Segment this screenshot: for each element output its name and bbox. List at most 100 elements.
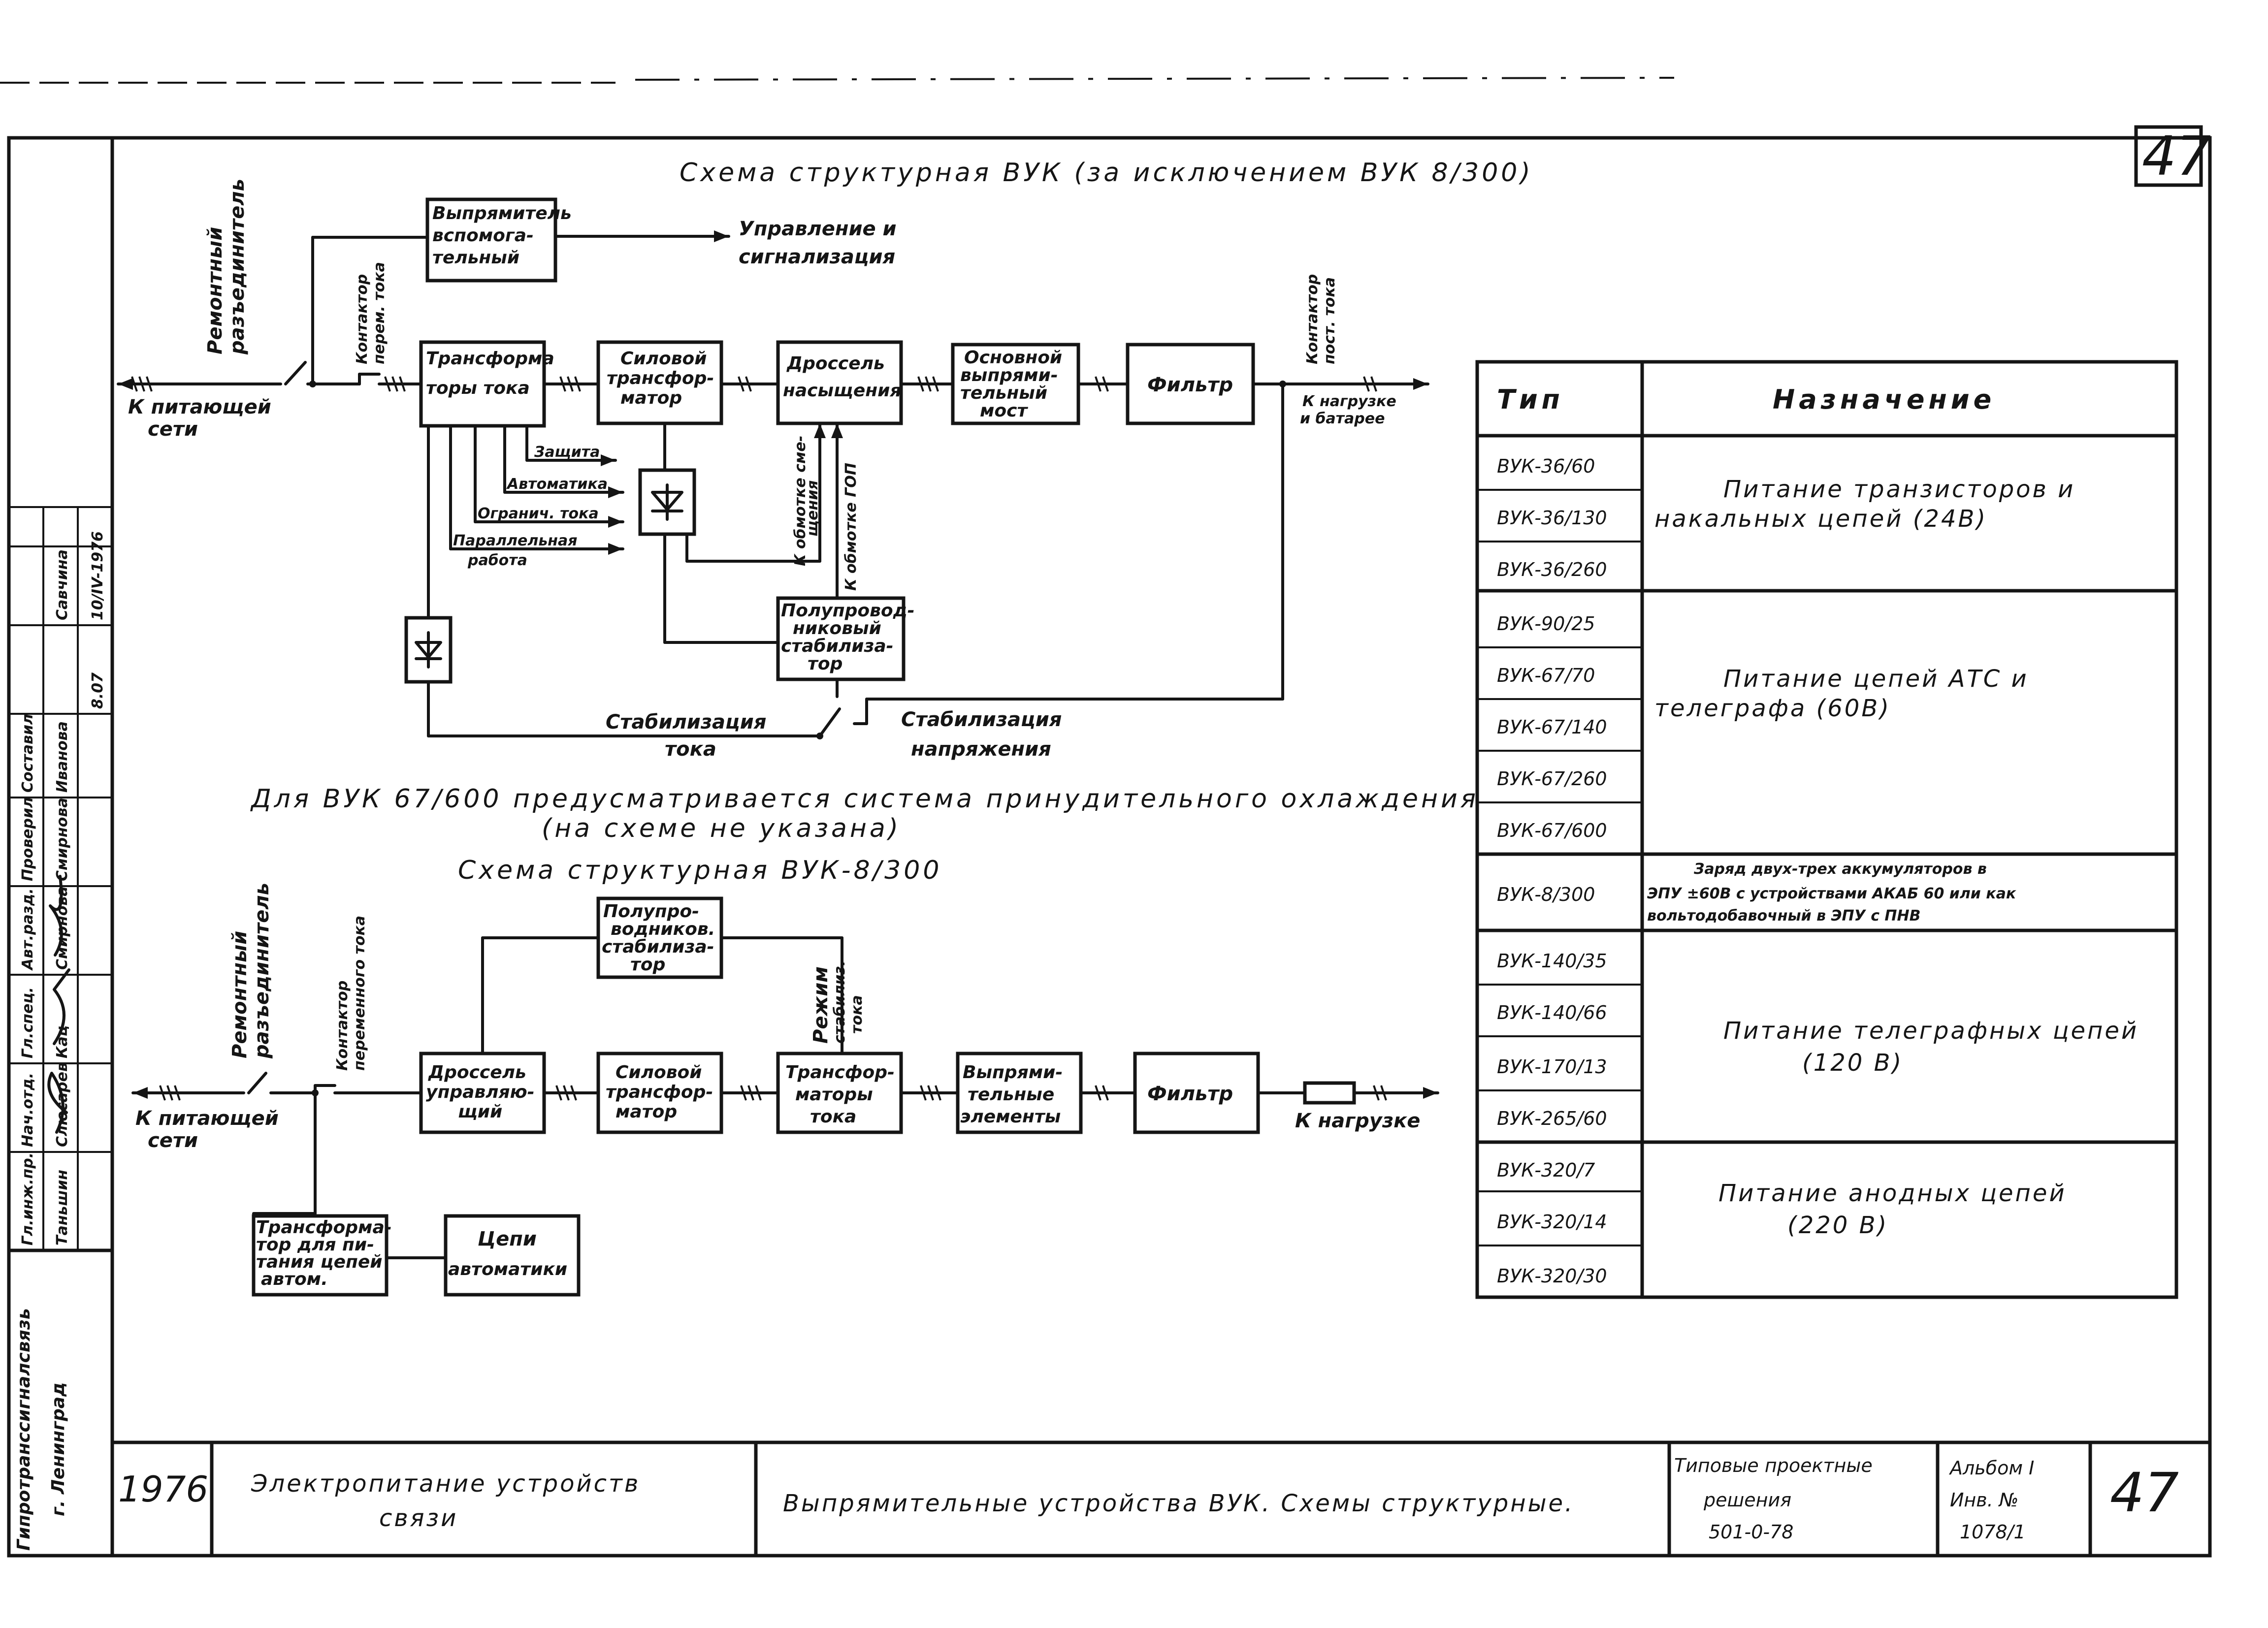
type-row: ВУК-140/66 <box>1497 1002 1607 1023</box>
bottom-scheme-wires <box>131 936 1439 1259</box>
block-current-transformers-bottom: Трансфор- маторы тока <box>776 1052 903 1134</box>
type-row: ВУК-320/14 <box>1497 1211 1607 1233</box>
sign-date-1: 10/IV-1976 <box>89 531 106 620</box>
block-current-transformers: Трансформа торы тока <box>419 340 554 428</box>
label-ac-contactor-1: Контактор <box>354 274 371 364</box>
block-saturation-choke: Дроссель насыщения <box>776 340 903 425</box>
table-head-purpose: Назначение <box>1773 384 1995 415</box>
label-current-mode-1: Режим <box>810 966 832 1044</box>
label-control-signal-1: Управление и <box>739 218 897 240</box>
purpose-group-2: Питание цепей АТС и <box>1723 665 2029 693</box>
block-main-rectifier-bridge: Основной выпрями- тельный мост <box>951 343 1080 425</box>
label-current-mode-3: тока <box>848 995 866 1034</box>
svg-text:водников.: водников. <box>611 919 715 939</box>
svg-text:Выпрямитель: Выпрямитель <box>432 203 572 223</box>
name-savchina: Савчина <box>54 549 71 620</box>
label-to-load: К нагрузке <box>1295 1110 1420 1132</box>
svg-text:автоматики: автоматики <box>448 1259 567 1279</box>
svg-text:трансфор-: трансфор- <box>607 368 714 388</box>
block-automation-circuits: Цепи автоматики <box>444 1214 581 1297</box>
svg-text:Выпрями-: Выпрями- <box>963 1062 1063 1083</box>
footer-album-1: Альбом I <box>1948 1457 2034 1479</box>
sign-date-2: 8.07 <box>89 672 106 709</box>
label-to-supply-b1: К питающей <box>135 1107 279 1130</box>
org-name: Гипротранссигналсвязь <box>14 1308 34 1551</box>
label-ac-contactor-2: перем. тока <box>371 262 388 364</box>
svg-text:стабилиза-: стабилиза- <box>781 636 894 656</box>
svg-text:маторы: маторы <box>795 1085 873 1105</box>
name-slyusarev: Слюсарев <box>54 1062 71 1147</box>
svg-text:стабилиза-: стабилиза- <box>602 937 714 957</box>
purpose-group-3c: вольтодобавочный в ЭПУ с ПНВ <box>1647 907 1921 925</box>
svg-text:Фильтр: Фильтр <box>1147 374 1233 396</box>
label-control-signal-2: сигнализация <box>739 246 895 268</box>
label-to-supply-b2: сети <box>148 1129 198 1152</box>
role-proveril: Проверил <box>19 797 36 881</box>
block-rectifier-elements: Выпрями- тельные элементы <box>956 1052 1083 1134</box>
label-gop-winding: К обмотке ГОП <box>842 463 860 591</box>
footer-album-2: Инв. № <box>1950 1489 2018 1511</box>
label-repair-disconnector-1: Ремонтный <box>204 227 227 354</box>
svg-text:тока: тока <box>810 1107 856 1127</box>
svg-text:вспомога-: вспомога- <box>432 225 534 246</box>
type-row: ВУК-140/35 <box>1497 950 1607 972</box>
svg-text:матор: матор <box>616 1102 677 1122</box>
svg-text:управляю-: управляю- <box>426 1082 535 1102</box>
type-row: ВУК-90/25 <box>1497 613 1595 635</box>
name-ivanova: Иванова <box>54 721 71 793</box>
cooling-note-sub: (на схеме не указана) <box>542 814 901 843</box>
label-dc-contactor-2: пост. тока <box>1321 277 1338 364</box>
label-current-stab-1: Стабилизация <box>606 711 766 734</box>
label-bias-winding-1: К обмотке сме- <box>792 436 809 566</box>
type-row: ВУК-67/260 <box>1497 768 1607 790</box>
type-row: ВУК-67/70 <box>1497 665 1595 686</box>
svg-text:тор для пи-: тор для пи- <box>256 1235 374 1255</box>
svg-text:Основной: Основной <box>964 348 1062 368</box>
label-to-load-battery-1: К нагрузке <box>1302 393 1396 410</box>
footer-typical-2: решения <box>1703 1489 1791 1511</box>
svg-text:автом.: автом. <box>261 1269 328 1289</box>
block-power-transformer: Силовой трансфор- матор <box>596 340 723 425</box>
name-smirnova-1: Смирнова <box>54 886 71 970</box>
type-row: ВУК-67/600 <box>1497 820 1607 841</box>
purpose-group-5b: (220 В) <box>1787 1212 1888 1239</box>
svg-text:выпрями-: выпрями- <box>960 365 1058 385</box>
svg-text:Фильтр: Фильтр <box>1147 1083 1233 1105</box>
svg-text:Цепи: Цепи <box>478 1228 537 1250</box>
label-ac-contactor-b1: Контактор <box>334 981 351 1071</box>
role-gl-inzh: Гл.инж.пр. <box>19 1152 36 1245</box>
block-aux-rectifier: Выпрямитель вспомога- тельный <box>425 197 572 283</box>
footer-album-3: 1078/1 <box>1960 1521 2026 1543</box>
label-repair-disconnector-b1: Ремонтный <box>228 931 251 1058</box>
label-current-limit: Огранич. тока <box>478 505 599 522</box>
sheet-number: 47 <box>2142 125 2211 188</box>
sheet-number-box: 47 <box>2134 125 2211 188</box>
block-semiconductor-stabilizer-top: Полупровод- никовый стабилиза- тор <box>776 596 915 681</box>
svg-text:элементы: элементы <box>960 1107 1061 1127</box>
block-control-choke: Дроссель управляю- щий <box>419 1052 546 1134</box>
label-ac-contactor-b2: переменного тока <box>351 916 368 1071</box>
role-gl-spets: Гл.спец. <box>19 987 36 1058</box>
label-current-stab-2: тока <box>665 738 716 761</box>
role-avt-razd: Авт.разд. <box>19 888 36 971</box>
type-row: ВУК-36/60 <box>1497 455 1595 477</box>
name-smirnova-2: Смирнова <box>54 798 71 881</box>
purpose-group-5: Питание анодных цепей <box>1718 1180 2067 1207</box>
type-row: ВУК-170/13 <box>1497 1056 1607 1078</box>
table-head-type: Тип <box>1497 384 1564 415</box>
label-parallel-2: работа <box>467 552 527 569</box>
svg-text:Силовой: Силовой <box>620 349 707 369</box>
svg-text:Трансформа: Трансформа <box>426 349 554 369</box>
top-scheme-title: Схема структурная ВУК (за исключением ВУ… <box>680 158 1533 188</box>
svg-text:тания цепей: тания цепей <box>256 1252 383 1272</box>
footer-sheet-number: 47 <box>2110 1461 2179 1524</box>
title-block: 1976 Электропитание устройств связи Выпр… <box>118 1442 2179 1556</box>
svg-text:тельный: тельный <box>960 383 1047 403</box>
footer-year: 1976 <box>118 1468 208 1510</box>
label-repair-disconnector-b2: разъединитель <box>251 883 273 1059</box>
block-power-transformer-bottom: Силовой трансфор- матор <box>596 1052 723 1134</box>
block-aux-transformer: Трансформа- тор для пи- тания цепей авто… <box>252 1214 392 1297</box>
top-scheme-wires <box>117 230 1429 739</box>
svg-text:трансфор-: трансфор- <box>606 1082 713 1102</box>
